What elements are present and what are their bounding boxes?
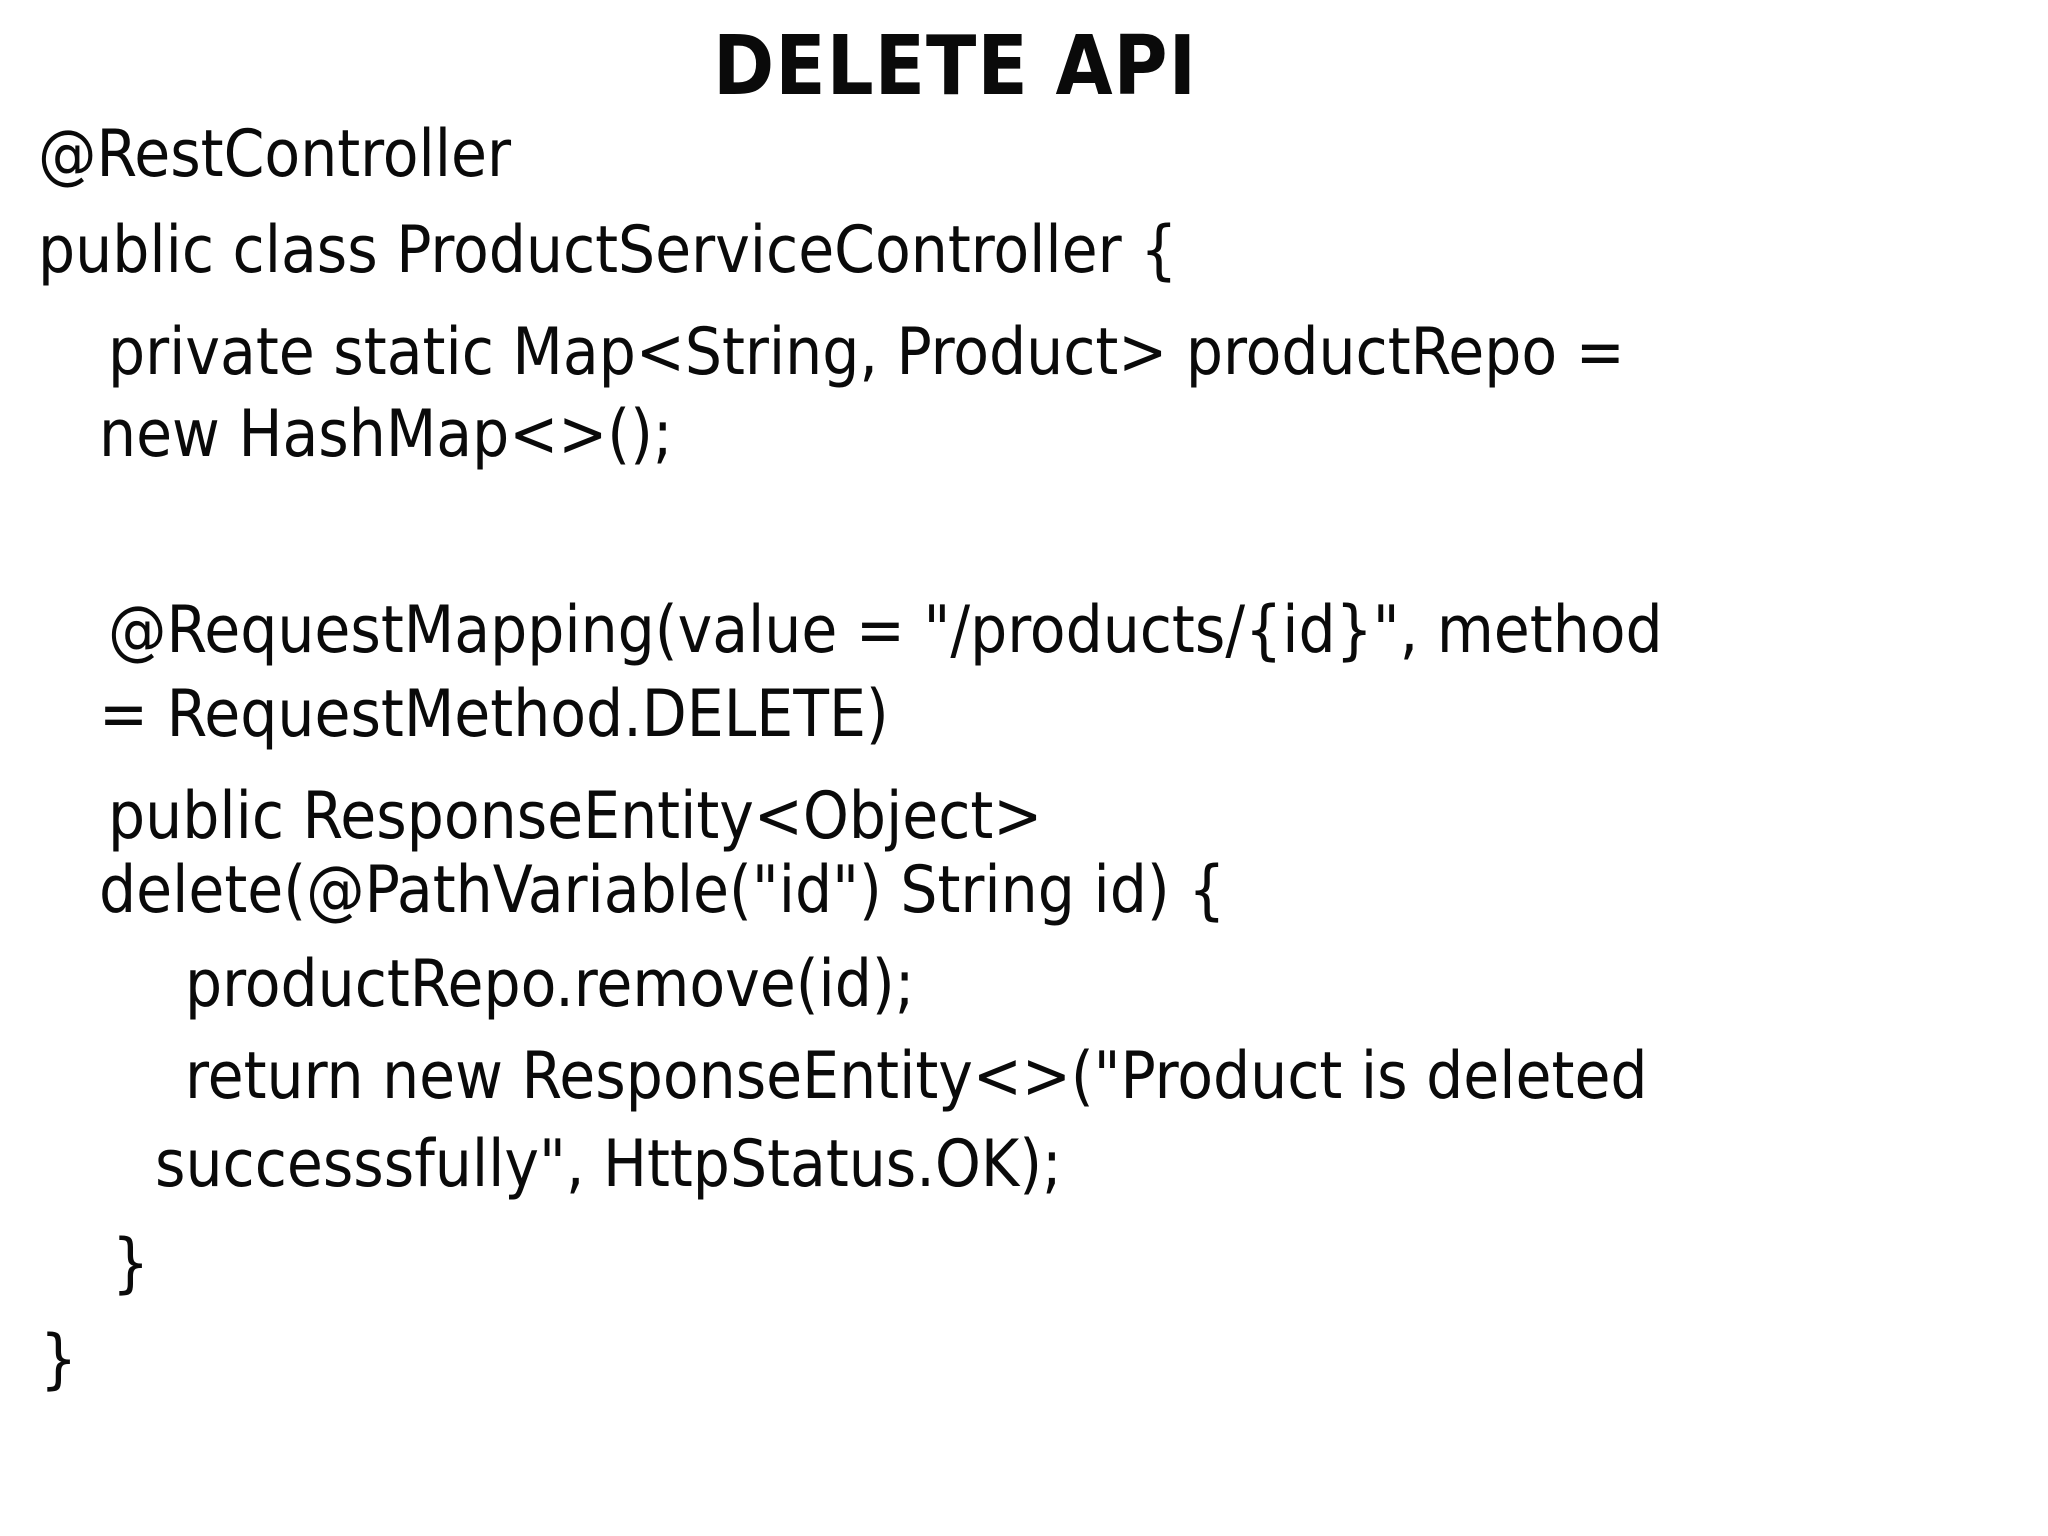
code-line: public ResponseEntity<Object> xyxy=(108,779,1043,854)
page-title: DELETE API xyxy=(712,19,1198,114)
code-line: } xyxy=(40,1322,78,1397)
code-line: delete(@PathVariable("id") String id) { xyxy=(99,853,1226,928)
code-line: return new ResponseEntity<>("Product is … xyxy=(185,1039,1648,1114)
code-line: } xyxy=(112,1226,150,1301)
code-line: successsfully", HttpStatus.OK); xyxy=(155,1127,1062,1202)
code-line: productRepo.remove(id); xyxy=(185,947,915,1022)
code-line: @RestController xyxy=(38,117,512,192)
code-line: new HashMap<>(); xyxy=(99,397,673,472)
code-line: @RequestMapping(value = "/products/{id}"… xyxy=(108,593,1663,668)
code-line: private static Map<String, Product> prod… xyxy=(108,315,1625,390)
code-line: = RequestMethod.DELETE) xyxy=(99,677,889,752)
code-line: public class ProductServiceController { xyxy=(38,213,1178,288)
